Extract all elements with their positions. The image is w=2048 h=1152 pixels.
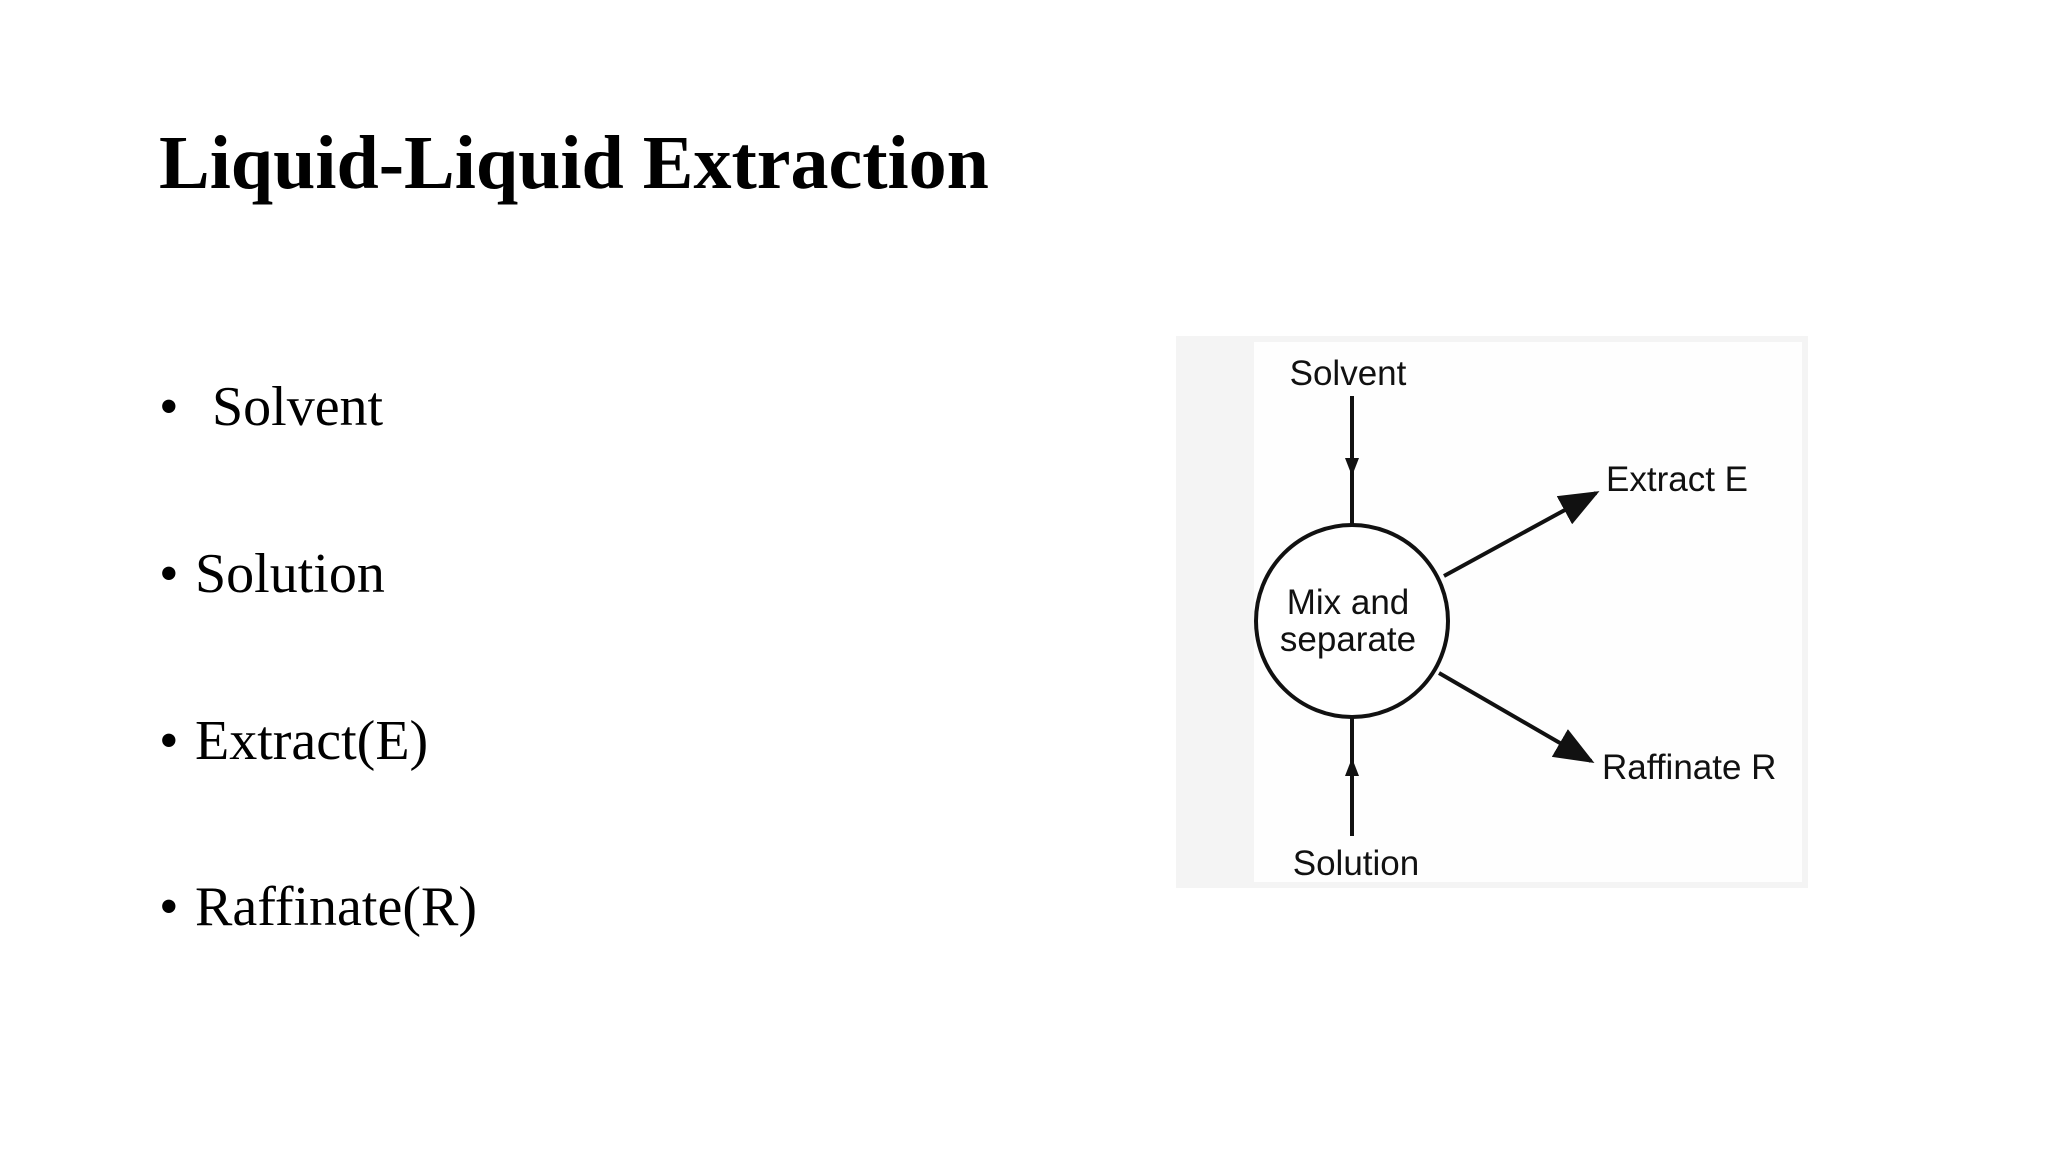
bullet-icon: • — [159, 376, 179, 438]
extraction-diagram-svg: Solvent Solution Mix and separate Extrac… — [1254, 354, 1776, 883]
bullet-icon: • — [159, 543, 179, 605]
solution-label: Solution — [1293, 844, 1419, 883]
bullet-label: Solvent — [212, 376, 384, 438]
extract-outlet-arrow — [1443, 491, 1600, 578]
node-label-line1: Mix and — [1287, 583, 1410, 622]
node-label-line2: separate — [1280, 620, 1416, 659]
bullet-label: Extract(E) — [195, 710, 429, 772]
mix-and-separate-node — [1254, 523, 1450, 719]
raffinate-label: Raffinate R — [1602, 748, 1776, 787]
raffinate-outlet-arrow — [1437, 671, 1595, 764]
bullet-item-raffinate: • Raffinate(R) — [159, 879, 477, 935]
extract-label: Extract E — [1606, 460, 1748, 499]
bullet-label: Solution — [195, 543, 385, 605]
bullet-item-extract: • Extract(E) — [159, 713, 428, 769]
bullet-label: Raffinate(R) — [195, 876, 477, 938]
bullet-item-solution: • Solution — [159, 546, 385, 602]
solvent-arrow-icon — [1345, 458, 1359, 476]
bullet-icon: • — [159, 876, 179, 938]
bullet-item-solvent: • Solvent — [159, 379, 383, 435]
slide-title: Liquid-Liquid Extraction — [159, 121, 989, 205]
solution-arrow-icon — [1345, 758, 1359, 776]
extraction-diagram: Solvent Solution Mix and separate Extrac… — [1176, 336, 1808, 888]
bullet-icon: • — [159, 710, 179, 772]
solvent-label: Solvent — [1290, 354, 1407, 393]
